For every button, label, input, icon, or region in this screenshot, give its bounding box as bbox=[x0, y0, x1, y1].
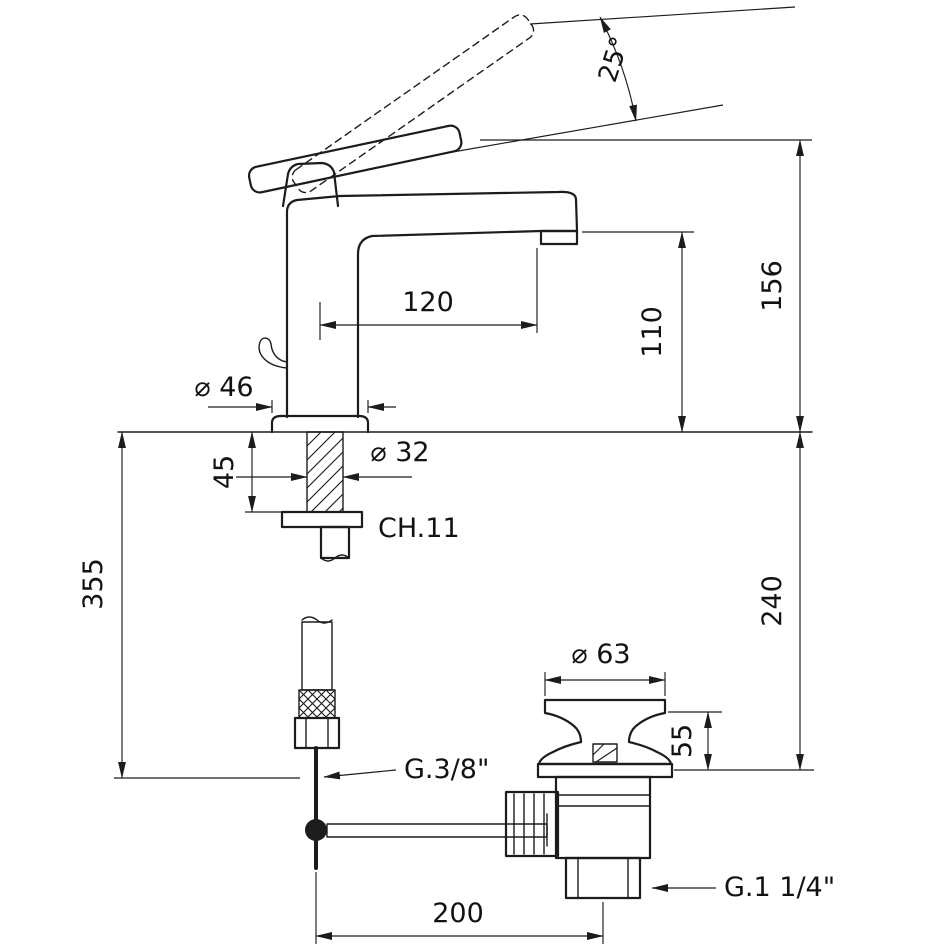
reach-label: 120 bbox=[402, 287, 454, 318]
dim-45: 45 bbox=[209, 431, 302, 513]
waste-plug bbox=[592, 743, 618, 763]
waste-thread-label: G.1 1/4" bbox=[724, 872, 835, 903]
waste-tailpiece bbox=[564, 856, 642, 900]
break-line-top bbox=[320, 554, 350, 562]
dim-g114: G.1 1/4" bbox=[651, 872, 835, 903]
dim-120: 120 bbox=[319, 248, 538, 340]
fixing-nut-plate bbox=[280, 510, 364, 529]
dim-156: 156 bbox=[480, 139, 812, 433]
waste-flange bbox=[536, 762, 674, 779]
dim-d32: ⌀ 32 bbox=[236, 437, 430, 481]
spout-outline bbox=[285, 190, 579, 419]
handle-housing bbox=[281, 161, 340, 208]
dim-angle-25: 25° bbox=[446, 6, 796, 154]
supply-assembly bbox=[280, 431, 548, 870]
angle-label: 25° bbox=[593, 33, 636, 86]
dim-355: 355 bbox=[78, 431, 300, 779]
faucet-body bbox=[117, 14, 813, 434]
base-dia-label: ⌀ 46 bbox=[194, 372, 253, 403]
waste-plug-hatch bbox=[592, 743, 618, 763]
base-flange bbox=[270, 414, 370, 434]
dim-55: 55 bbox=[667, 711, 722, 771]
waste-lock-nut bbox=[504, 790, 560, 858]
waste-dia-label: ⌀ 63 bbox=[571, 639, 630, 670]
waste-rim bbox=[537, 698, 673, 766]
dim-d46: ⌀ 46 bbox=[194, 372, 396, 413]
hex-stub bbox=[319, 525, 351, 560]
flex-hose bbox=[301, 621, 333, 691]
popup-waste bbox=[504, 698, 674, 900]
dim-110: 110 bbox=[582, 231, 694, 433]
popup-knob bbox=[258, 337, 288, 369]
popup-ball-joint bbox=[305, 819, 327, 841]
shank-thread-hatch bbox=[306, 431, 344, 513]
below-deck-label: 240 bbox=[757, 575, 788, 627]
dim-200: 200 bbox=[315, 872, 604, 944]
dim-240: 240 bbox=[674, 431, 814, 771]
hose-nut bbox=[293, 716, 341, 750]
waste-h-label: 55 bbox=[667, 724, 698, 758]
dim-g38: G.3/8" bbox=[323, 754, 489, 785]
spout-height-label: 110 bbox=[637, 306, 668, 358]
lever-handle bbox=[247, 124, 463, 194]
hex-label: CH.11 bbox=[378, 513, 460, 544]
dim-d63: ⌀ 63 bbox=[544, 639, 666, 696]
aerator bbox=[539, 229, 579, 246]
span-label: 200 bbox=[432, 898, 484, 929]
shank-len-label: 45 bbox=[209, 455, 240, 489]
waste-body bbox=[554, 775, 652, 860]
height-label: 156 bbox=[757, 260, 788, 312]
supply-thread-label: G.3/8" bbox=[404, 754, 489, 785]
dimensions: 25° 156 240 110 120 bbox=[78, 6, 835, 944]
braid-hatch-2 bbox=[298, 689, 336, 719]
hose-len-label: 355 bbox=[78, 558, 109, 610]
lever-handle-raised-dashed bbox=[291, 14, 535, 194]
shank-dia-label: ⌀ 32 bbox=[370, 437, 429, 468]
